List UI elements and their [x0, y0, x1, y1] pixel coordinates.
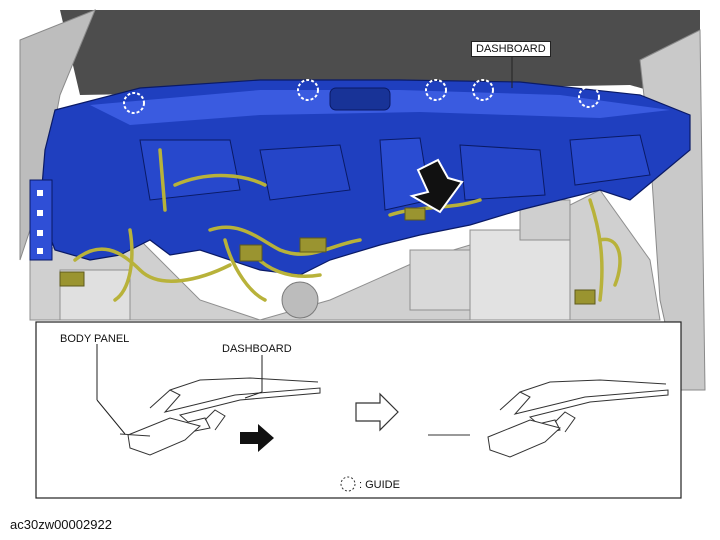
- dashboard-inset-label: DASHBOARD: [222, 343, 292, 355]
- dashboard-label: DASHBOARD: [471, 41, 551, 57]
- dashboard-panel: [29, 79, 691, 276]
- detail-inset: [35, 321, 682, 499]
- harness-connectors: [59, 207, 596, 305]
- figure-caption: ac30zw00002922: [10, 517, 112, 532]
- hollow-arrow-icon: [355, 392, 399, 432]
- guide-legend-label: : GUIDE: [359, 479, 400, 491]
- guide-marker: [578, 86, 600, 108]
- body-panel-shape: [127, 417, 202, 456]
- guide-legend-icon: [340, 476, 356, 492]
- guide-marker: [297, 79, 319, 101]
- body-panel-label: BODY PANEL: [60, 333, 130, 345]
- detail-before: [119, 377, 321, 456]
- wiring-harness: [73, 148, 622, 302]
- guide-markers: [123, 79, 600, 114]
- guide-marker: [425, 79, 447, 101]
- guide-marker: [472, 79, 494, 101]
- removal-direction-arrow: [409, 158, 464, 214]
- guide-marker: [123, 92, 145, 114]
- black-arrow-icon: [240, 424, 274, 452]
- detail-after: [428, 379, 669, 458]
